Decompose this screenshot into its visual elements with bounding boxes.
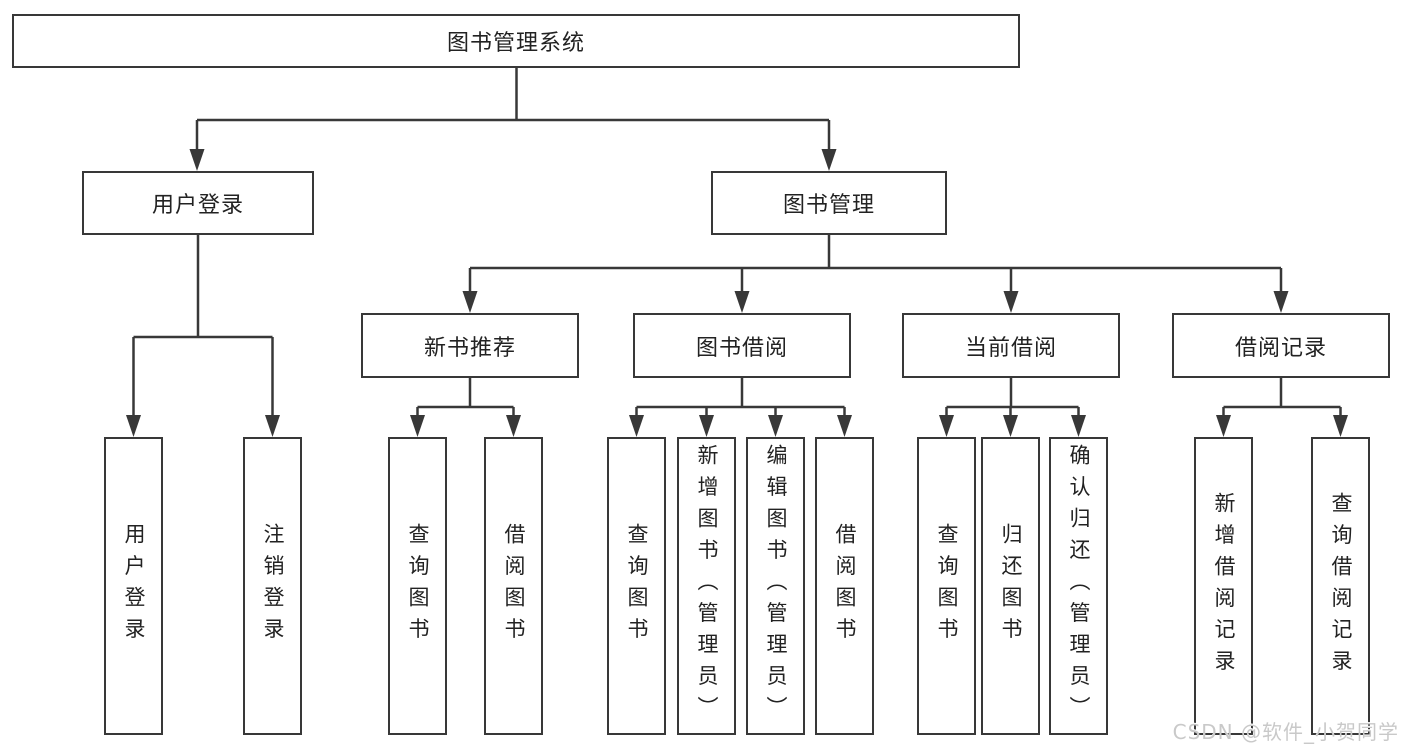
leaf-label: 查询图书	[625, 523, 649, 649]
leaf-label: 编辑图书（管理员）	[764, 444, 788, 728]
leaf-label: 查询图书	[935, 523, 959, 649]
node-label: 借阅记录	[1234, 335, 1327, 361]
leaf-label: 借阅图书	[833, 523, 857, 649]
leaf-query-books-recommend: 查询图书	[388, 437, 447, 735]
leaf-user-login: 用户登录	[104, 437, 163, 735]
leaf-return-books: 归还图书	[981, 437, 1040, 735]
leaf-query-books-current: 查询图书	[917, 437, 976, 735]
node-borrowing-records: 借阅记录	[1172, 313, 1390, 378]
leaf-label: 借阅图书	[502, 523, 526, 649]
node-label: 用户登录	[151, 193, 244, 218]
node-current-borrowing: 当前借阅	[902, 313, 1120, 378]
node-label: 新书推荐	[423, 335, 516, 361]
leaf-label: 用户登录	[122, 523, 146, 649]
node-book-management: 图书管理	[711, 171, 947, 235]
leaf-label: 查询借阅记录	[1329, 491, 1353, 681]
node-user-login: 用户登录	[82, 171, 314, 235]
leaf-label: 新增借阅记录	[1212, 491, 1236, 681]
leaf-borrow-books-recommend: 借阅图书	[484, 437, 543, 735]
leaf-add-books-admin: 新增图书（管理员）	[677, 437, 736, 735]
arrowheads	[126, 149, 1348, 437]
leaf-label: 归还图书	[999, 523, 1023, 649]
node-library-management-system: 图书管理系统	[12, 14, 1020, 68]
node-new-book-recommendation: 新书推荐	[361, 313, 579, 378]
leaf-logout: 注销登录	[243, 437, 302, 735]
leaf-borrow-books-borrowing: 借阅图书	[815, 437, 874, 735]
leaf-query-books-borrowing: 查询图书	[607, 437, 666, 735]
leaf-label: 确认归还（管理员）	[1067, 444, 1091, 728]
node-label: 图书管理	[782, 193, 875, 218]
node-label: 当前借阅	[964, 335, 1057, 361]
leaf-add-borrow-record: 新增借阅记录	[1194, 437, 1253, 735]
leaf-confirm-return-admin: 确认归还（管理员）	[1049, 437, 1108, 735]
leaf-label: 注销登录	[261, 523, 285, 649]
node-book-borrowing: 图书借阅	[633, 313, 851, 378]
node-label: 图书管理系统	[446, 31, 585, 56]
leaf-edit-books-admin: 编辑图书（管理员）	[746, 437, 805, 735]
leaf-label: 新增图书（管理员）	[695, 444, 719, 728]
connector-strokes	[132, 68, 1342, 419]
csdn-watermark: CSDN @软件_小贺同学	[1172, 720, 1399, 744]
leaf-query-borrow-record: 查询借阅记录	[1311, 437, 1370, 735]
leaf-label: 查询图书	[406, 523, 430, 649]
node-label: 图书借阅	[695, 335, 788, 361]
